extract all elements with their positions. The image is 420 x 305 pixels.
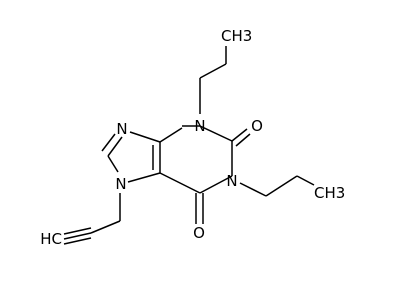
atom-n7-label: N <box>115 175 126 193</box>
atom-n1-label: N <box>226 172 237 190</box>
bond-propyl2-2 <box>265 175 298 197</box>
bond-ch2-c <box>90 220 121 234</box>
bond-n1-c6 <box>199 175 233 194</box>
atom-ch3-top-label: CH3 <box>221 27 252 45</box>
bond-triple-c <box>63 237 92 245</box>
bond-c6-c5 <box>159 172 201 194</box>
bond-n3-c2 <box>199 125 233 142</box>
bond-c4-n9 <box>129 131 161 143</box>
atom-n9-label: N <box>116 120 127 138</box>
atom-n3-label: N <box>194 117 205 135</box>
atom-o-top-label: O <box>251 117 263 135</box>
bond-n1-propyl2 <box>239 182 267 197</box>
bond-c2-o-b <box>235 133 251 147</box>
bond-propyl1-2 <box>199 63 227 79</box>
bond-triple-b <box>63 232 92 240</box>
bond-c8-n7 <box>107 155 119 173</box>
bond-triple-a <box>63 227 92 235</box>
atom-hc-label: HC <box>40 230 62 248</box>
atom-ch3-right-label: CH3 <box>314 184 345 202</box>
bond-n7-c5 <box>127 172 161 183</box>
bond-n9-c8 <box>107 136 123 157</box>
bond-propyl2-3 <box>296 175 315 186</box>
bond-c4-n3 <box>159 127 183 143</box>
bond-c2-o-a <box>231 128 248 142</box>
bond-n9-c8-double <box>101 133 116 152</box>
atom-o-bottom-label: O <box>193 224 205 242</box>
